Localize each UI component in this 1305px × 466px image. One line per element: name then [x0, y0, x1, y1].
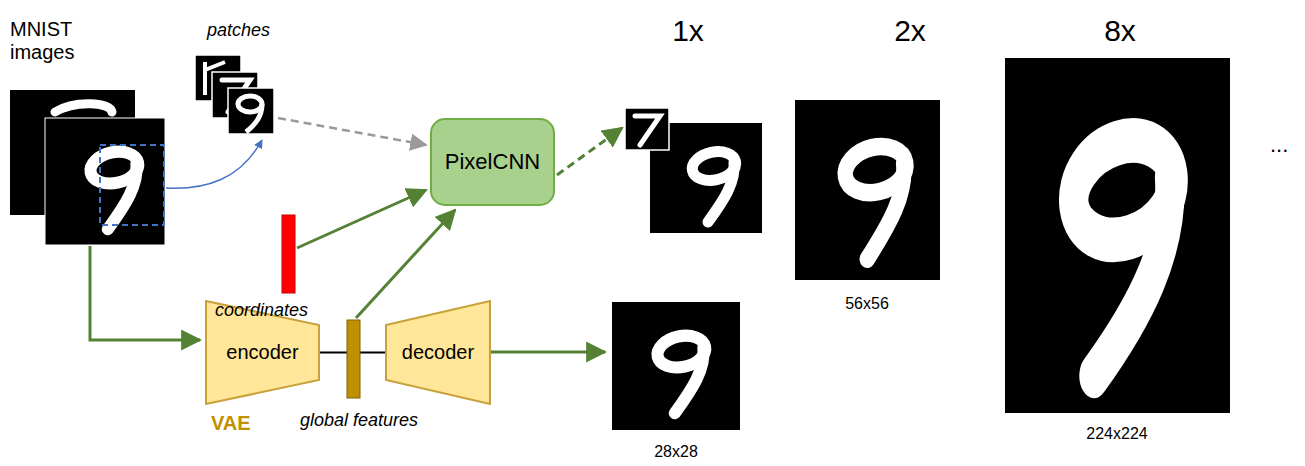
patches-label: patches: [207, 20, 270, 41]
vae-label: VAE: [211, 412, 251, 435]
features-label: global features: [300, 410, 418, 431]
mnist-image-front: [45, 118, 165, 245]
resolution-label: 56x56: [845, 295, 889, 313]
node-label: decoder: [402, 341, 474, 364]
coordinates-label: coordinates: [215, 300, 308, 321]
scale-label: 1x: [672, 14, 704, 49]
process-box: PixelCNN: [430, 118, 555, 206]
input-arrow: [90, 246, 200, 340]
patch-arrow: [278, 118, 426, 145]
node-label: encoder: [226, 341, 298, 364]
output-28: [612, 302, 740, 430]
resolution-label: 28x28: [654, 443, 698, 461]
trapezoid-block: decoder: [385, 300, 491, 405]
image-caption: MNIST images: [10, 18, 90, 64]
output-8x: [1005, 58, 1230, 413]
output-1x: [625, 108, 762, 233]
resolution-label: 224x224: [1086, 425, 1147, 443]
scale-label: 2x: [894, 14, 926, 49]
coordinates-arrow: [297, 190, 426, 248]
patches: [195, 55, 274, 134]
node-label: PixelCNN: [445, 149, 540, 175]
sample-arrow: [557, 128, 622, 175]
output-2x: [795, 100, 940, 280]
features-arrow: [356, 210, 455, 318]
crop-arrow: [166, 140, 262, 188]
scale-label: 8x: [1104, 14, 1136, 49]
ellipsis: ...: [1270, 132, 1288, 157]
output-arrow: [491, 351, 605, 354]
coordinates-vector: [282, 215, 295, 293]
global-features-vector: [347, 320, 360, 398]
